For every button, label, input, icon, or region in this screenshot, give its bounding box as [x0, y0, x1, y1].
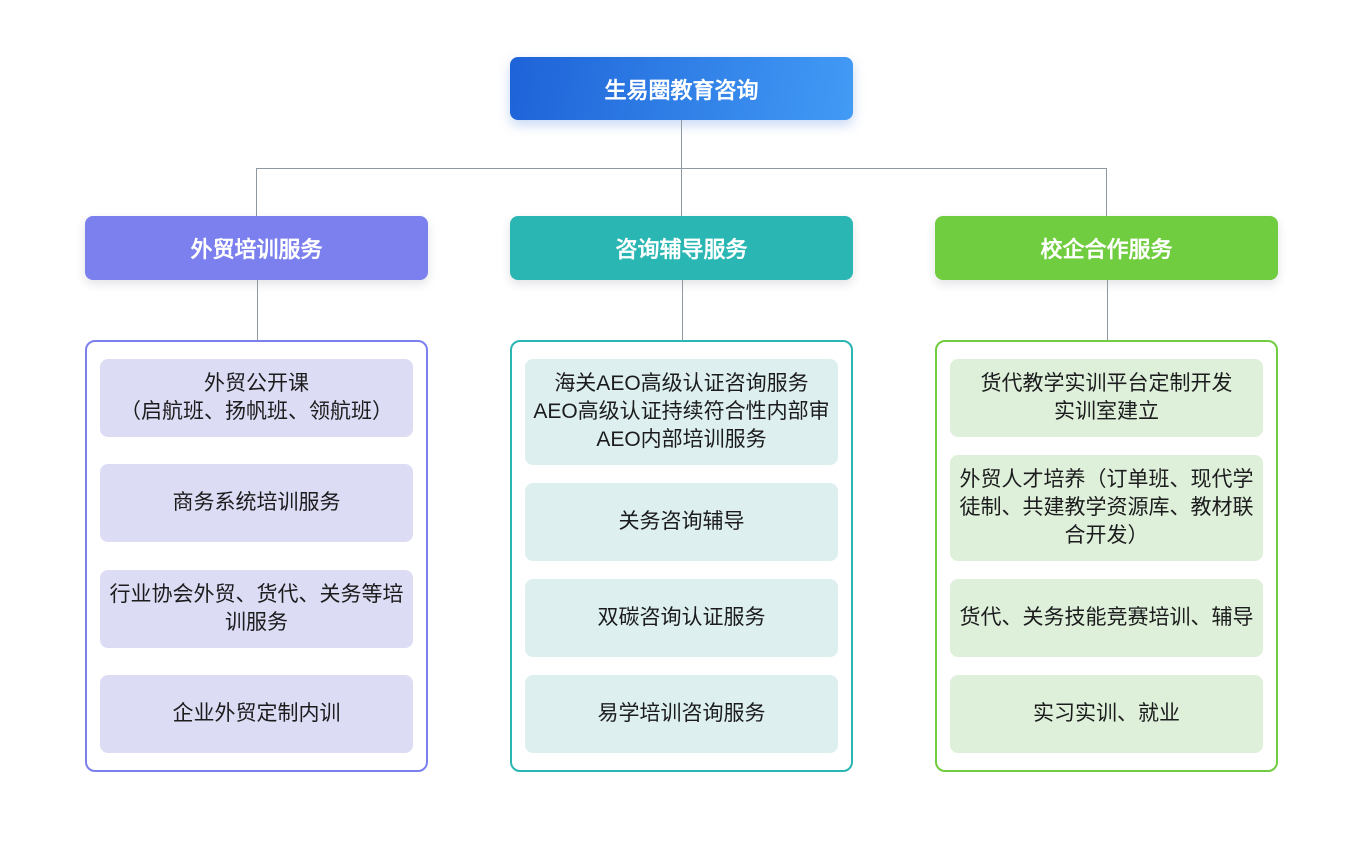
connector-header-to-body	[510, 280, 853, 340]
branch-header-label: 外贸培训服务	[190, 237, 323, 262]
service-item: 海关AEO高级认证咨询服务 AEO高级认证持续符合性内部审 AEO内部培训服务	[525, 359, 838, 465]
branch-item-container: 海关AEO高级认证咨询服务 AEO高级认证持续符合性内部审 AEO内部培训服务 …	[510, 340, 853, 772]
connector-header-to-body	[935, 280, 1278, 340]
service-item: 货代、关务技能竞赛培训、辅导	[950, 579, 1263, 657]
service-item: 关务咨询辅导	[525, 483, 838, 561]
service-item: 外贸人才培养（订单班、现代学徒制、共建教学资源库、教材联合开发）	[950, 455, 1263, 561]
branch-header: 咨询辅导服务	[510, 216, 853, 280]
connector-drop-right	[1106, 168, 1107, 216]
service-item: 企业外贸定制内训	[100, 674, 413, 753]
connector-header-to-body	[85, 280, 428, 340]
connector-root-stem	[681, 120, 682, 168]
branch-school-enterprise-cooperation: 校企合作服务 货代教学实训平台定制开发 实训室建立 外贸人才培养（订单班、现代学…	[935, 216, 1278, 772]
connector-drop-center	[681, 168, 682, 216]
service-item: 外贸公开课 （启航班、扬帆班、领航班）	[100, 359, 413, 437]
service-item: 货代教学实训平台定制开发 实训室建立	[950, 359, 1263, 437]
branch-item-container: 货代教学实训平台定制开发 实训室建立 外贸人才培养（订单班、现代学徒制、共建教学…	[935, 340, 1278, 772]
branch-item-container: 外贸公开课 （启航班、扬帆班、领航班） 商务系统培训服务 行业协会外贸、货代、关…	[85, 340, 428, 772]
service-item: 行业协会外贸、货代、关务等培训服务	[100, 569, 413, 648]
branch-header: 外贸培训服务	[85, 216, 428, 280]
service-item: 双碳咨询认证服务	[525, 579, 838, 657]
branch-header-label: 咨询辅导服务	[615, 237, 748, 262]
service-item: 商务系统培训服务	[100, 464, 413, 543]
service-item: 实习实训、就业	[950, 675, 1263, 753]
root-node-label: 生易圈教育咨询	[604, 77, 759, 103]
branch-header-label: 校企合作服务	[1040, 237, 1173, 262]
branch-consulting-coaching: 咨询辅导服务 海关AEO高级认证咨询服务 AEO高级认证持续符合性内部审 AEO…	[510, 216, 853, 772]
branch-header: 校企合作服务	[935, 216, 1278, 280]
connector-drop-left	[256, 168, 257, 216]
root-node: 生易圈教育咨询	[510, 57, 853, 120]
service-item: 易学培训咨询服务	[525, 675, 838, 753]
branch-foreign-trade-training: 外贸培训服务 外贸公开课 （启航班、扬帆班、领航班） 商务系统培训服务 行业协会…	[85, 216, 428, 772]
